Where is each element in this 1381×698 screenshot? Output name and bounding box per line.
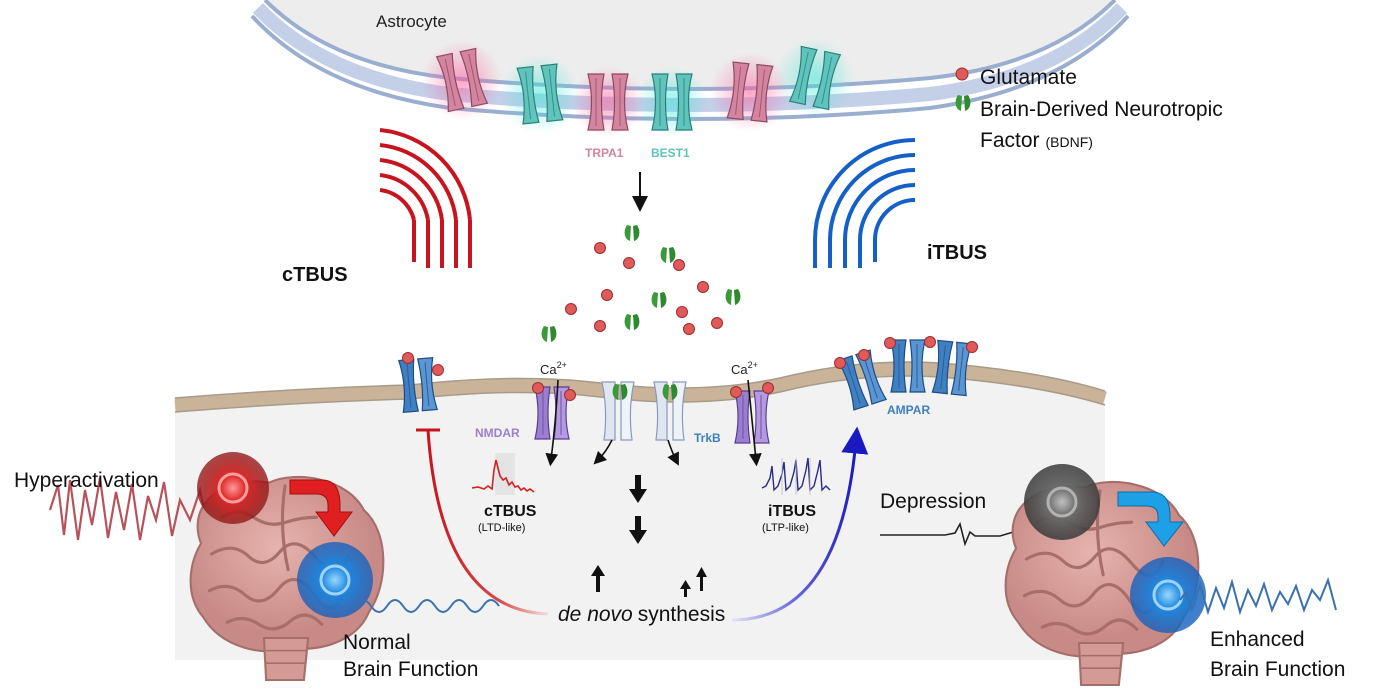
glutamate-bound-1 — [402, 352, 414, 364]
glutamate-bound-9 — [884, 337, 896, 349]
depression-orb-ring — [1046, 486, 1078, 518]
depression-orb-icon — [1024, 464, 1100, 540]
depression-to-enhanced-arrow-icon — [1117, 491, 1185, 547]
glutamate-bound-10 — [924, 336, 936, 348]
normal-signal-icon — [354, 599, 500, 613]
glutamate-legend-icon — [955, 67, 969, 81]
ca-label-left: Ca2+ — [540, 360, 567, 377]
enhanced-label-2: Brain Function — [1210, 658, 1345, 681]
normal-orb-icon — [297, 542, 373, 618]
ltd-trace-name: cTBUS — [484, 503, 537, 520]
normal-label-1: Normal — [343, 631, 411, 654]
bdnf-legend-abbr: (BDNF) — [1046, 134, 1093, 150]
glutamate-bound-8 — [858, 349, 870, 361]
up-arrows — [591, 565, 707, 597]
best1-label: BEST1 — [651, 146, 690, 160]
trkb-label: TrkB — [694, 431, 721, 445]
ctbus-wave-icon — [379, 128, 472, 268]
potentiation-arrow — [731, 426, 869, 622]
neuron-membrane-edge-bottom — [174, 375, 1106, 413]
glutamate-bound-2 — [432, 364, 444, 376]
ampar-label: AMPAR — [887, 403, 930, 417]
depression-label: Depression — [880, 490, 986, 513]
hyperactivation-label: Hyperactivation — [14, 469, 159, 492]
bdnf-legend-factor: Factor — [980, 129, 1040, 152]
itbus-wave-icon — [813, 138, 916, 268]
hyper-to-normal-arrow-icon — [289, 479, 353, 537]
trkb-signal-arrow-1 — [593, 439, 613, 465]
normal-orb-ring — [319, 564, 351, 596]
glutamate-bound-7 — [834, 357, 846, 369]
ca-text-left: Ca — [540, 362, 557, 377]
ca-influx-arrow-left — [545, 379, 559, 467]
synthesis-text: synthesis — [638, 603, 726, 626]
enhanced-label-1: Enhanced — [1210, 628, 1305, 651]
bdnf-legend-line1: Brain-Derived Neurotropic — [980, 98, 1223, 121]
glutamate-molecules — [565, 242, 723, 335]
ca-label-right: Ca2+ — [731, 360, 758, 377]
glutamate-bound-3 — [532, 382, 544, 394]
astrocyte-label: Astrocyte — [376, 12, 447, 31]
glutamate-bound-5 — [730, 386, 742, 398]
neuron-membrane-edge-top — [174, 361, 1106, 399]
ltp-trace-icon — [761, 457, 831, 495]
ltp-trace-sub: (LTP-like) — [762, 522, 809, 534]
ltd-trace-sub: (LTD-like) — [478, 522, 525, 534]
trkb-signal-arrow-2 — [667, 439, 679, 466]
ca-text-right: Ca — [731, 362, 748, 377]
glutamate-legend-label: Glutamate — [980, 66, 1077, 89]
glutamate-bound-4 — [564, 389, 576, 401]
bdnf-legend-line2: Factor (BDNF) — [980, 129, 1093, 152]
ca-sup-right: 2+ — [748, 360, 758, 370]
normal-label-2: Brain Function — [343, 658, 478, 681]
itbus-label: iTBUS — [927, 242, 987, 264]
glutamate-bound-6 — [762, 382, 774, 394]
ctbus-label: cTBUS — [282, 264, 348, 286]
enhanced-orb-ring — [1152, 579, 1184, 611]
neuron-interior — [175, 369, 1105, 660]
glutamate-bound-11 — [966, 341, 978, 353]
enhanced-signal-icon — [1179, 576, 1337, 616]
nmdar-label: NMDAR — [475, 426, 520, 440]
ca-influx-arrow-right — [747, 379, 762, 467]
trpa1-label: TRPA1 — [585, 146, 624, 160]
down-arrows — [629, 475, 647, 544]
enhanced-orb-icon — [1130, 557, 1206, 633]
hyperactivation-signal-icon — [48, 477, 217, 541]
astrocyte-channels — [422, 38, 855, 138]
hyperactivation-orb-icon — [197, 452, 269, 524]
ltd-trace-icon — [471, 453, 535, 495]
bdnf-molecules — [541, 225, 741, 342]
inhibition-path — [426, 429, 549, 616]
ltp-trace-name: iTBUS — [768, 503, 816, 520]
neuron-membrane — [174, 362, 1107, 412]
synthesis-italic: de novo — [558, 603, 633, 626]
ca-sup-left: 2+ — [557, 360, 567, 370]
hyperactivation-orb-ring — [217, 472, 249, 504]
